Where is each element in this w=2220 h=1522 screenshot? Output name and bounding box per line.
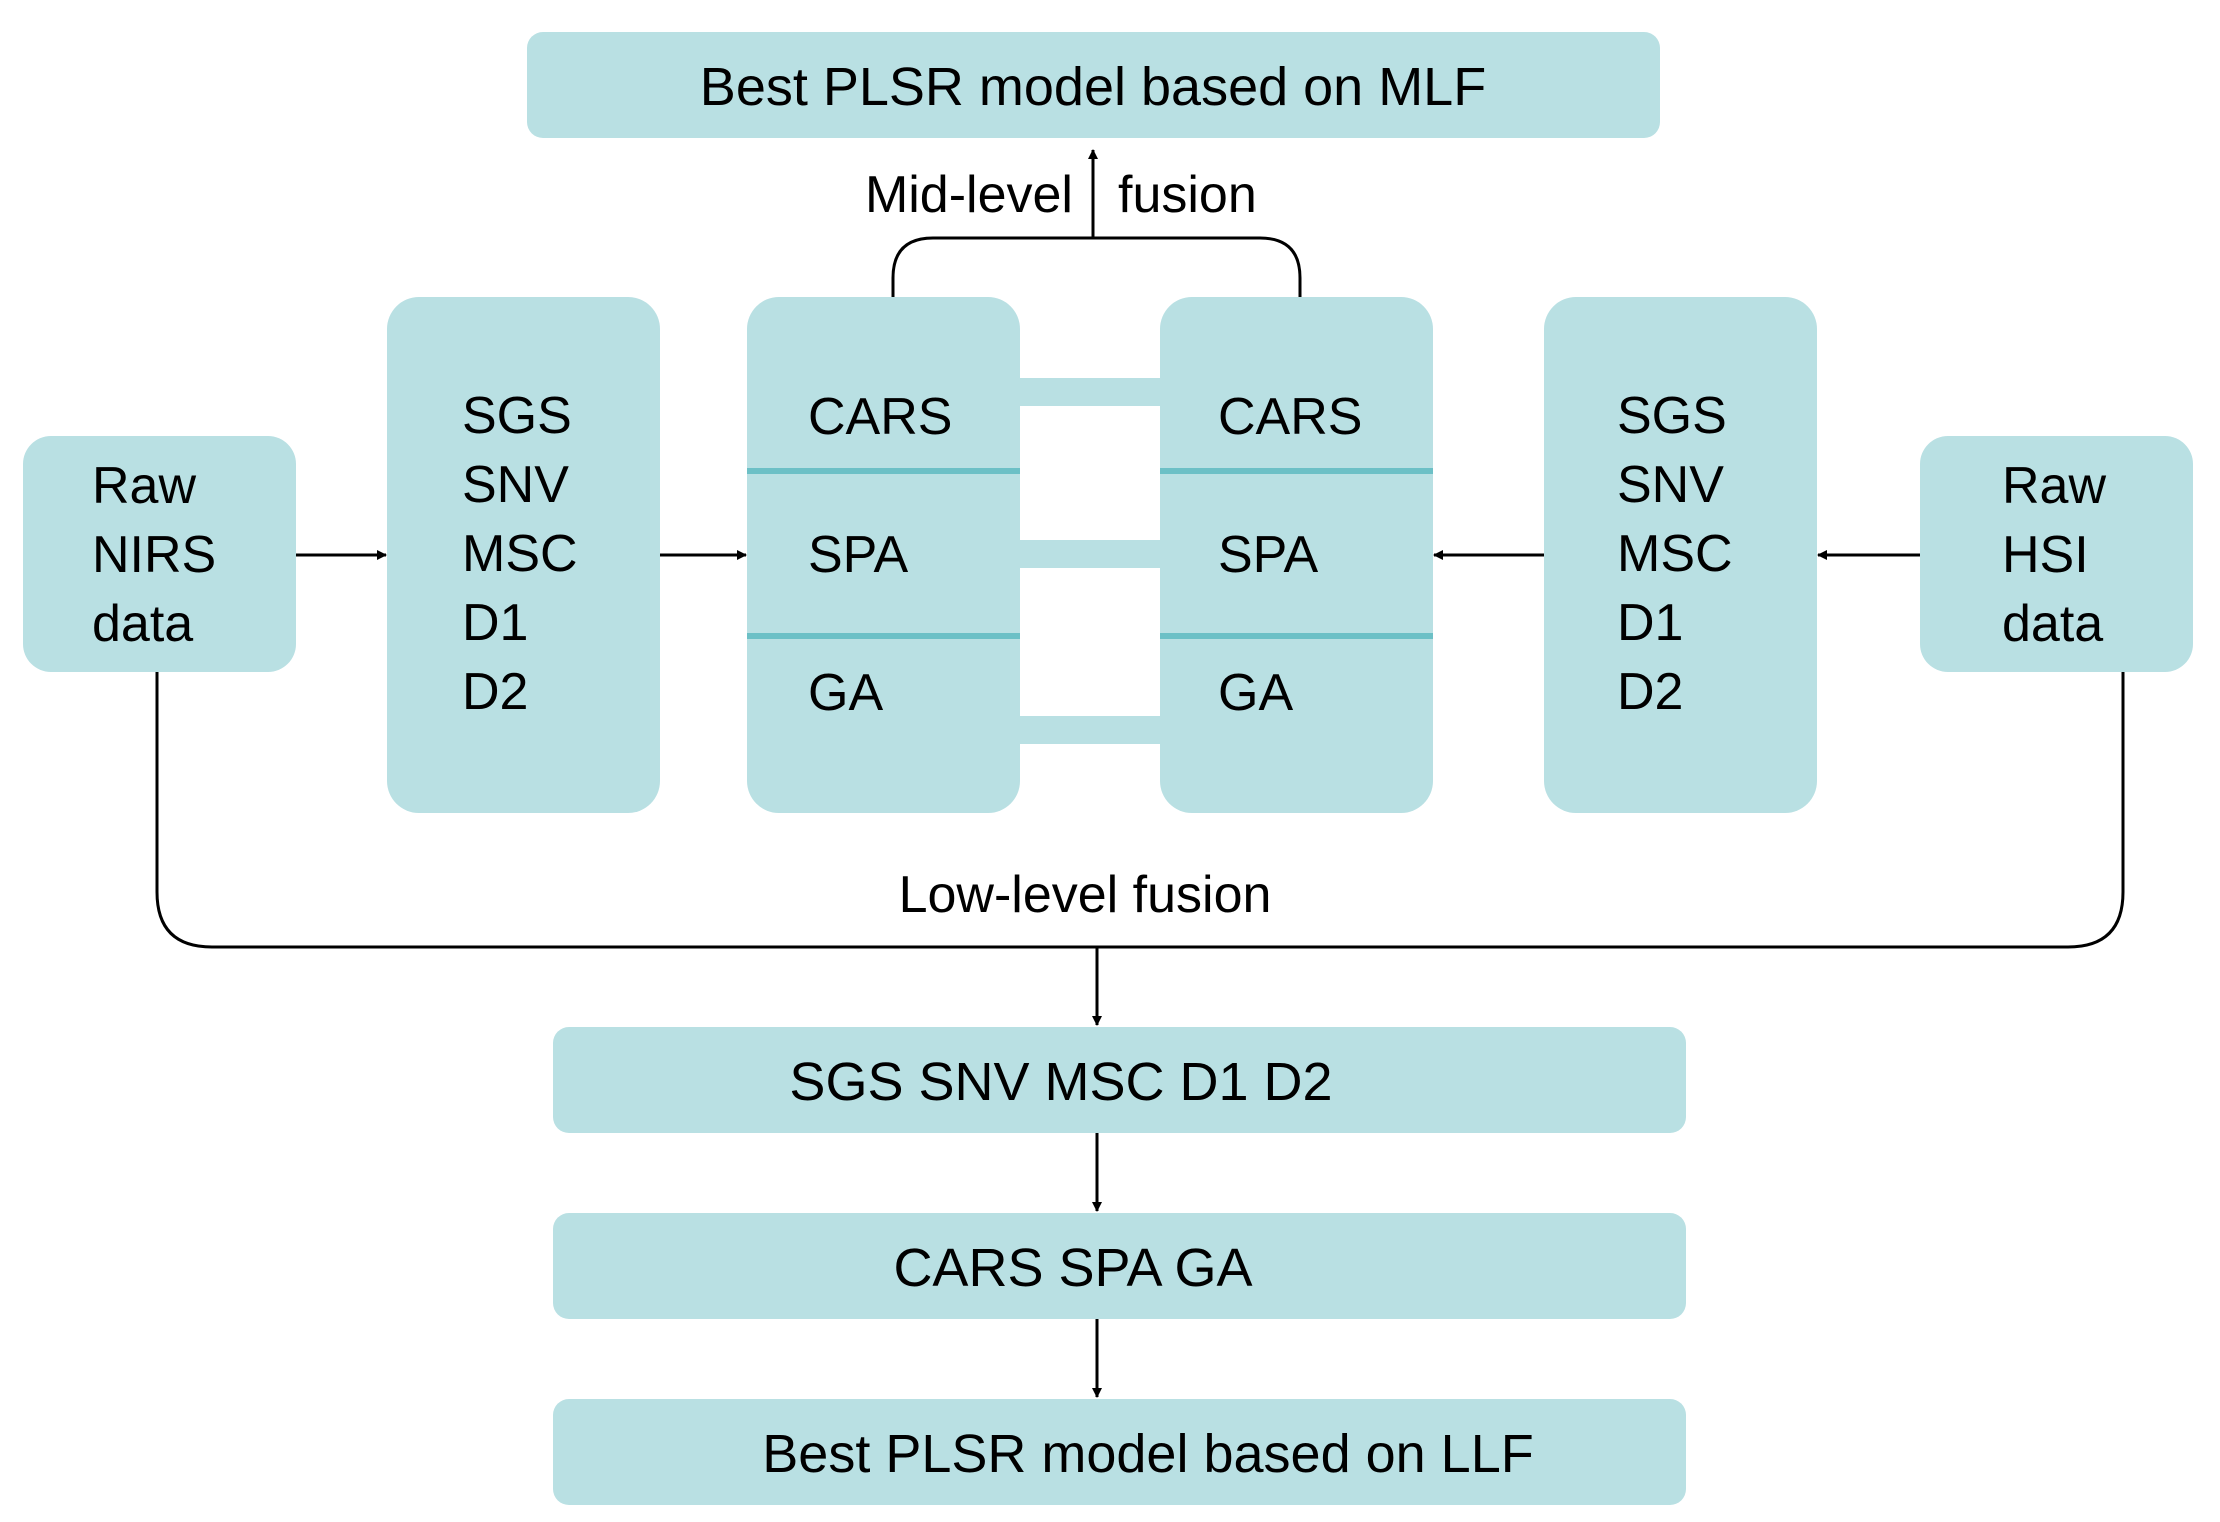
preprocessing-left-list: SGS SNV MSC D1 D2 — [462, 387, 592, 721]
mlf-result-label: Best PLSR model based on MLF — [700, 57, 1486, 117]
mid-level-label-right: fusion — [1118, 166, 1257, 224]
preprocessing-right-item: SNV — [1617, 456, 1724, 514]
low-level-path — [155, 672, 2125, 949]
low-level-fusion-connector: Low-level fusion — [155, 672, 2125, 1026]
raw-nirs-line-2: NIRS — [92, 526, 216, 584]
selection-left-box: CARS SPA GA — [747, 297, 1020, 813]
selection-right-item: SPA — [1218, 526, 1319, 584]
connector-spa — [1015, 540, 1165, 568]
preprocessing-right-list: SGS SNV MSC D1 D2 — [1617, 387, 1747, 721]
connector-ga — [1015, 716, 1165, 744]
low-level-label: Low-level fusion — [899, 866, 1272, 924]
selection-left-item: SPA — [808, 526, 909, 584]
raw-nirs-line-3: data — [92, 595, 193, 653]
preprocessing-right-item: SGS — [1617, 387, 1727, 445]
raw-hsi-line-2: HSI — [2002, 526, 2089, 584]
selection-connectors — [1015, 378, 1165, 744]
preprocessing-right-item: D1 — [1617, 594, 1683, 652]
raw-nirs-line-1: Raw — [92, 457, 196, 515]
mid-level-fusion-connector: Mid-level fusion — [865, 149, 1302, 297]
selection-left-item: CARS — [808, 388, 952, 446]
preprocessing-right-box: SGS SNV MSC D1 D2 — [1544, 297, 1817, 813]
preprocessing-left-item: D1 — [462, 594, 528, 652]
llf-selection-label: CARS SPA GA — [893, 1238, 1252, 1298]
preprocessing-left-item: SNV — [462, 456, 569, 514]
selection-right-item: CARS — [1218, 388, 1362, 446]
preprocessing-left-item: MSC — [462, 525, 578, 583]
llf-result-label: Best PLSR model based on LLF — [762, 1424, 1533, 1484]
llf-preprocessing-box: SGS SNV MSC D1 D2 — [553, 1027, 1686, 1133]
raw-hsi-line-1: Raw — [2002, 457, 2106, 515]
raw-nirs-text: Raw NIRS data — [92, 457, 231, 653]
mlf-result-box: Best PLSR model based on MLF — [527, 32, 1660, 138]
llf-selection-box: CARS SPA GA — [553, 1213, 1686, 1319]
raw-hsi-text: Raw HSI data — [2002, 457, 2120, 653]
selection-left-item: GA — [808, 664, 883, 722]
preprocessing-left-box: SGS SNV MSC D1 D2 — [387, 297, 660, 813]
llf-result-box: Best PLSR model based on LLF — [553, 1399, 1686, 1505]
selection-right-box: CARS SPA GA — [1160, 297, 1433, 813]
preprocessing-right-item: D2 — [1617, 663, 1683, 721]
raw-nirs-box: Raw NIRS data — [23, 436, 296, 672]
preprocessing-left-item: SGS — [462, 387, 572, 445]
selection-right-item: GA — [1218, 664, 1293, 722]
llf-preprocessing-label: SGS SNV MSC D1 D2 — [789, 1052, 1332, 1112]
connector-cars — [1015, 378, 1165, 406]
preprocessing-left-item: D2 — [462, 663, 528, 721]
mid-level-bracket — [891, 236, 1302, 297]
raw-hsi-line-3: data — [2002, 595, 2103, 653]
preprocessing-right-item: MSC — [1617, 525, 1733, 583]
mid-level-label-left: Mid-level — [865, 166, 1073, 224]
raw-hsi-box: Raw HSI data — [1920, 436, 2193, 672]
